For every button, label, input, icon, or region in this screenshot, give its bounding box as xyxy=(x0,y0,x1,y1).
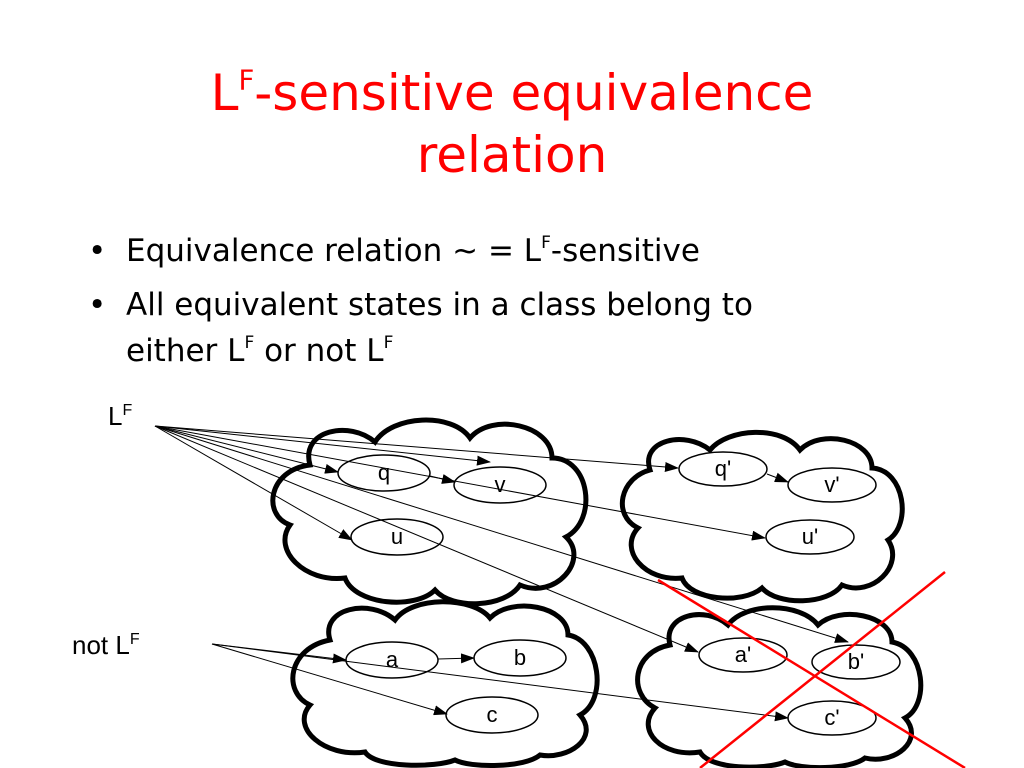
state-a-prime xyxy=(698,637,788,673)
state-v xyxy=(453,466,547,504)
arrow-not-lf-to-c-prime xyxy=(211,643,789,722)
state-label-u-prime: u' xyxy=(802,524,818,549)
bullet-2-line2: either L xyxy=(126,333,245,369)
state-label-a: a xyxy=(386,647,399,672)
arrow-not-lf-to-c xyxy=(211,643,448,716)
state-label-b-prime: b' xyxy=(848,649,864,674)
bullet-list: • Equivalence relation ~ = LF-sensitive … xyxy=(88,228,968,382)
state-label-c-prime: c' xyxy=(824,705,839,730)
cloud-bottom-right xyxy=(635,605,924,768)
state-label-v: v xyxy=(495,472,506,497)
bullet-1-tail: -sensitive xyxy=(550,233,700,269)
state-label-q-prime: q' xyxy=(715,456,731,481)
cloud-bottom-left xyxy=(290,599,600,768)
state-label-q: q xyxy=(378,460,390,485)
red-cross-line-2 xyxy=(699,571,946,768)
state-label-u: u xyxy=(391,524,403,549)
bullet-marker: • xyxy=(88,287,107,323)
label-lf: LF xyxy=(108,401,132,431)
title-rest: -sensitive equivalence xyxy=(254,64,814,122)
bullet-2-text: All equivalent states in a class belong … xyxy=(126,287,753,323)
red-cross-line-1 xyxy=(657,578,966,768)
state-q-prime xyxy=(678,451,768,487)
state-label-a-prime: a' xyxy=(735,642,751,667)
bullet-1-sup: F xyxy=(541,233,551,254)
arrow-q-prime-to-v-prime xyxy=(766,472,789,483)
state-v-prime xyxy=(787,467,877,503)
arrow-q-to-v xyxy=(429,474,456,484)
bullet-marker: • xyxy=(88,233,107,269)
state-label-c: c xyxy=(487,702,498,727)
arrow-lf-to-a-prime xyxy=(154,425,699,653)
title-superscript-f: F xyxy=(238,64,255,97)
cloud-top-left xyxy=(270,417,589,607)
arrow-a-to-b xyxy=(437,653,475,664)
arrow-lf-to-u-prime xyxy=(154,425,766,541)
bullet-item-1: • Equivalence relation ~ = LF-sensitive xyxy=(88,228,968,274)
cloud-top-right xyxy=(619,429,905,604)
label-not-lf: not LF xyxy=(72,630,140,660)
arrow-lf-to-q-prime xyxy=(154,425,679,472)
bullet-2-sup1: F xyxy=(244,333,255,354)
slide-title: LF-sensitive equivalence relation xyxy=(0,62,1024,186)
arrow-lf-to-v xyxy=(154,425,491,466)
title-line-2: relation xyxy=(416,126,608,184)
state-label-v-prime: v' xyxy=(824,472,839,497)
arrow-lf-to-u xyxy=(154,425,353,541)
bullet-item-2: • All equivalent states in a class belon… xyxy=(88,282,968,374)
bullet-1-text: Equivalence relation ~ = L xyxy=(126,233,542,269)
arrow-lf-to-b-prime xyxy=(154,425,849,643)
title-l: L xyxy=(210,64,239,122)
state-u-prime xyxy=(765,519,855,555)
state-b-prime xyxy=(811,644,901,680)
arrow-lf-to-q xyxy=(154,425,339,474)
state-label-b: b xyxy=(514,645,526,670)
bullet-2-mid: or not L xyxy=(254,333,384,369)
bullet-2-sup2: F xyxy=(383,333,394,354)
